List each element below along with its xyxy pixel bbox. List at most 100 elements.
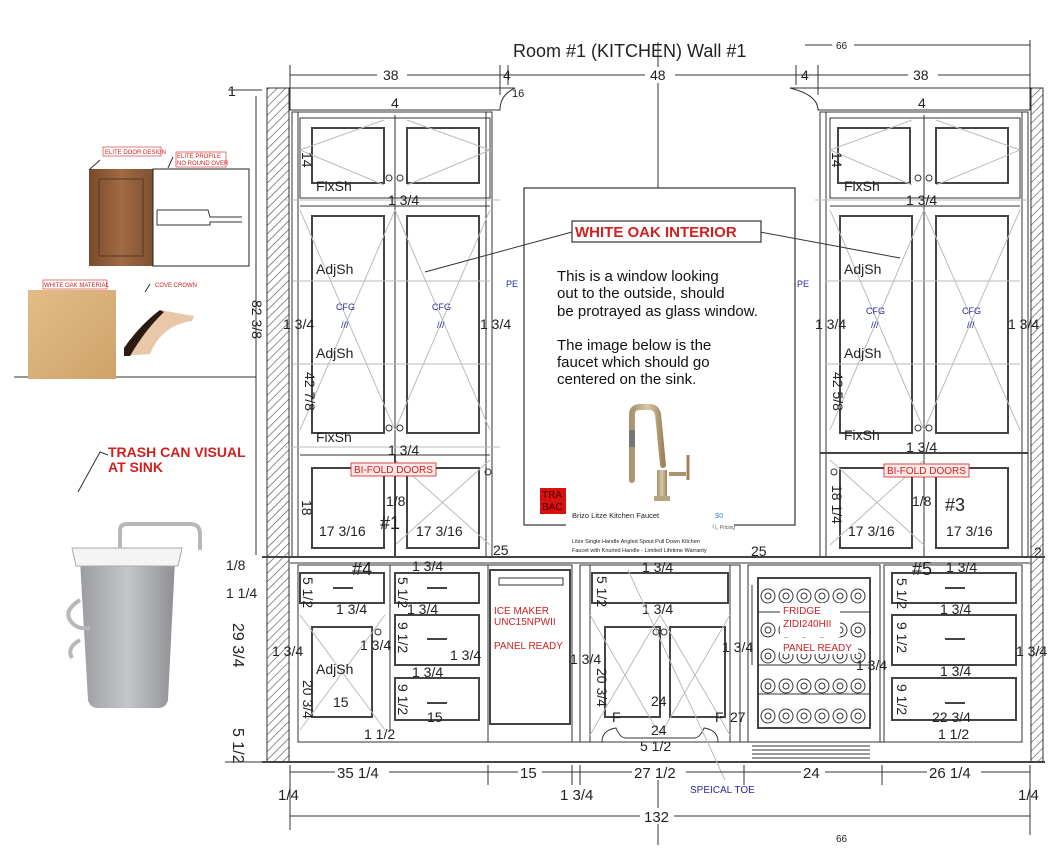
- partial-tag-text: TRA: [542, 490, 562, 501]
- crown-dim: 4: [391, 95, 399, 111]
- door-height: 20 3/4: [594, 668, 610, 707]
- rail-dim: 1 3/4: [642, 601, 673, 617]
- wine-bottle-icon: [850, 588, 866, 604]
- pricing-link[interactable]: 🔍︎ Pricing: [712, 524, 735, 531]
- stile-dim: 1 3/4: [450, 647, 481, 663]
- wine-bottle-icon: [760, 678, 776, 694]
- wine-bottle-icon: [760, 622, 776, 638]
- fixed-shelf-label: FixSh: [316, 429, 352, 445]
- depth-dim: 25: [751, 543, 767, 559]
- stile-dim: 1 3/4: [480, 316, 511, 332]
- top-dimensions: 38 4 16 48 4 38 66: [289, 38, 1031, 100]
- door-design-label: ELITE DOOR DESIGN: [105, 150, 166, 156]
- bottom-dimensions: 35 1/4 15 27 1/2 24 26 1/4 1/4 1 3/4 1/4…: [278, 764, 1039, 845]
- dim-overall-width: 132: [644, 809, 669, 826]
- profile-label: NO ROUND OVER: [177, 161, 229, 167]
- dim-right-width: 38: [913, 67, 929, 83]
- drawing-title: Room #1 (KITCHEN) Wall #1: [513, 41, 746, 61]
- wine-bottle-icon: [760, 708, 776, 724]
- drawer-height: 9 1/2: [395, 622, 411, 653]
- wine-bottle-icon: [814, 588, 830, 604]
- wine-bottle-icon: [850, 708, 866, 724]
- panel-ready-label: PANEL READY: [494, 641, 563, 652]
- wine-bottle-neck-icon: [836, 682, 844, 690]
- wine-bottle-neck-icon: [836, 712, 844, 720]
- ice-maker-model: UNC15NPWII: [494, 617, 556, 628]
- faucet-note-line: faucet which should go: [557, 354, 710, 371]
- dim-half: 66: [836, 834, 848, 845]
- width-dim: 15: [427, 709, 443, 725]
- window-note-line: This is a window looking: [557, 268, 719, 285]
- cove-crown-image: [124, 310, 194, 356]
- rail-dim: 1 3/4: [336, 601, 367, 617]
- adjustable-shelf-label: AdjSh: [316, 661, 353, 677]
- adjustable-shelf-label: AdjSh: [844, 261, 881, 277]
- panel-end-label: PE: [797, 279, 809, 289]
- wine-bottle-icon: [778, 678, 794, 694]
- sink-width: 24: [651, 722, 667, 738]
- stile-dim: 1 3/4: [272, 643, 303, 659]
- dim-section-3: 27 1/2: [634, 765, 676, 782]
- rail-dim: 1 1/2: [364, 726, 395, 742]
- door-height: 42 7/8: [302, 372, 318, 411]
- wine-bottle-neck-icon: [782, 712, 790, 720]
- dim-overall-height: 82 3/8: [249, 300, 265, 339]
- bifold-doors-label: BI-FOLD DOORS: [354, 465, 433, 476]
- adjustable-shelf-label: AdjSh: [316, 345, 353, 361]
- ice-maker-label: ICE MAKER: [494, 606, 549, 617]
- stile-dim: 1 3/4: [283, 316, 314, 332]
- wine-bottle-neck-icon: [764, 712, 772, 720]
- dim-section-5: 26 1/4: [929, 765, 971, 782]
- wine-bottle-icon: [796, 678, 812, 694]
- faucet-name[interactable]: Brizo Litze Kitchen Faucet: [572, 511, 660, 520]
- material-reference: WHITE OAK MATERIAL COVE CROWN: [14, 279, 256, 379]
- window-note-line: out to the outside, should: [557, 285, 725, 302]
- dim-gap-left: 4: [503, 67, 511, 83]
- wine-bottle-icon: [796, 588, 812, 604]
- wine-bottle-neck-icon: [854, 626, 862, 634]
- trash-can-label: AT SINK: [108, 459, 163, 475]
- rail-dim: 1 3/4: [407, 601, 438, 617]
- wine-bottle-neck-icon: [818, 592, 826, 600]
- stile-dim: 1 3/4: [1008, 316, 1039, 332]
- filler-label: F: [715, 709, 724, 725]
- cove-crown-label: COVE CROWN: [155, 283, 197, 289]
- sink-width: 24: [651, 693, 667, 709]
- faucet-note-line: The image below is the: [557, 337, 711, 354]
- wine-bottle-icon: [778, 588, 794, 604]
- partial-tag-text: BAC: [542, 502, 563, 513]
- special-toe-label: SPEICAL TOE: [690, 785, 755, 796]
- white-oak-swatch: [28, 290, 116, 379]
- dim-section-2: 15: [520, 765, 537, 782]
- wine-bottle-icon: [814, 678, 830, 694]
- rail-dim: 1 3/4: [642, 559, 673, 575]
- white-oak-label: WHITE OAK MATERIAL: [44, 283, 110, 289]
- wine-bottle-neck-icon: [800, 712, 808, 720]
- stile-dim: 1 3/4: [856, 657, 887, 673]
- drawer-height: 5 1/2: [594, 576, 610, 607]
- wine-bottle-icon: [832, 708, 848, 724]
- dim-toe-height: 5 1/2: [229, 728, 246, 764]
- wine-bottle-icon: [832, 588, 848, 604]
- wine-bottle-neck-icon: [836, 592, 844, 600]
- stile-dim: 1 3/4: [1016, 643, 1047, 659]
- dim-top-gap: 1: [228, 83, 236, 99]
- fixed-shelf-label: FixSh: [844, 178, 880, 194]
- rail-dim: 1 3/4: [906, 192, 937, 208]
- filler-label: F: [612, 709, 621, 725]
- rail-dim: 1 1/2: [938, 726, 969, 742]
- window-note-line: be protrayed as glass window.: [557, 303, 758, 320]
- door-design-reference: ELITE DOOR DESIGN ELITE PROFILE NO ROUND…: [88, 146, 250, 267]
- trash-can-image: [66, 522, 202, 708]
- drawer-height: 5 1/2: [395, 577, 411, 608]
- faucet-product-card[interactable]: Brizo Litze Kitchen Faucet $0 🔍︎ Pricing…: [566, 400, 735, 558]
- door-height: 20 3/4: [300, 680, 316, 719]
- drawer-height: 5 1/2: [894, 578, 910, 609]
- left-wall: [266, 87, 290, 763]
- fridge-label: FRIDGE: [783, 606, 821, 617]
- wine-bottle-neck-icon: [854, 592, 862, 600]
- wine-bottle-neck-icon: [764, 592, 772, 600]
- clear-glass-label: CFG: [432, 302, 451, 312]
- wine-bottle-neck-icon: [854, 682, 862, 690]
- fixed-shelf-label: FixSh: [844, 427, 880, 443]
